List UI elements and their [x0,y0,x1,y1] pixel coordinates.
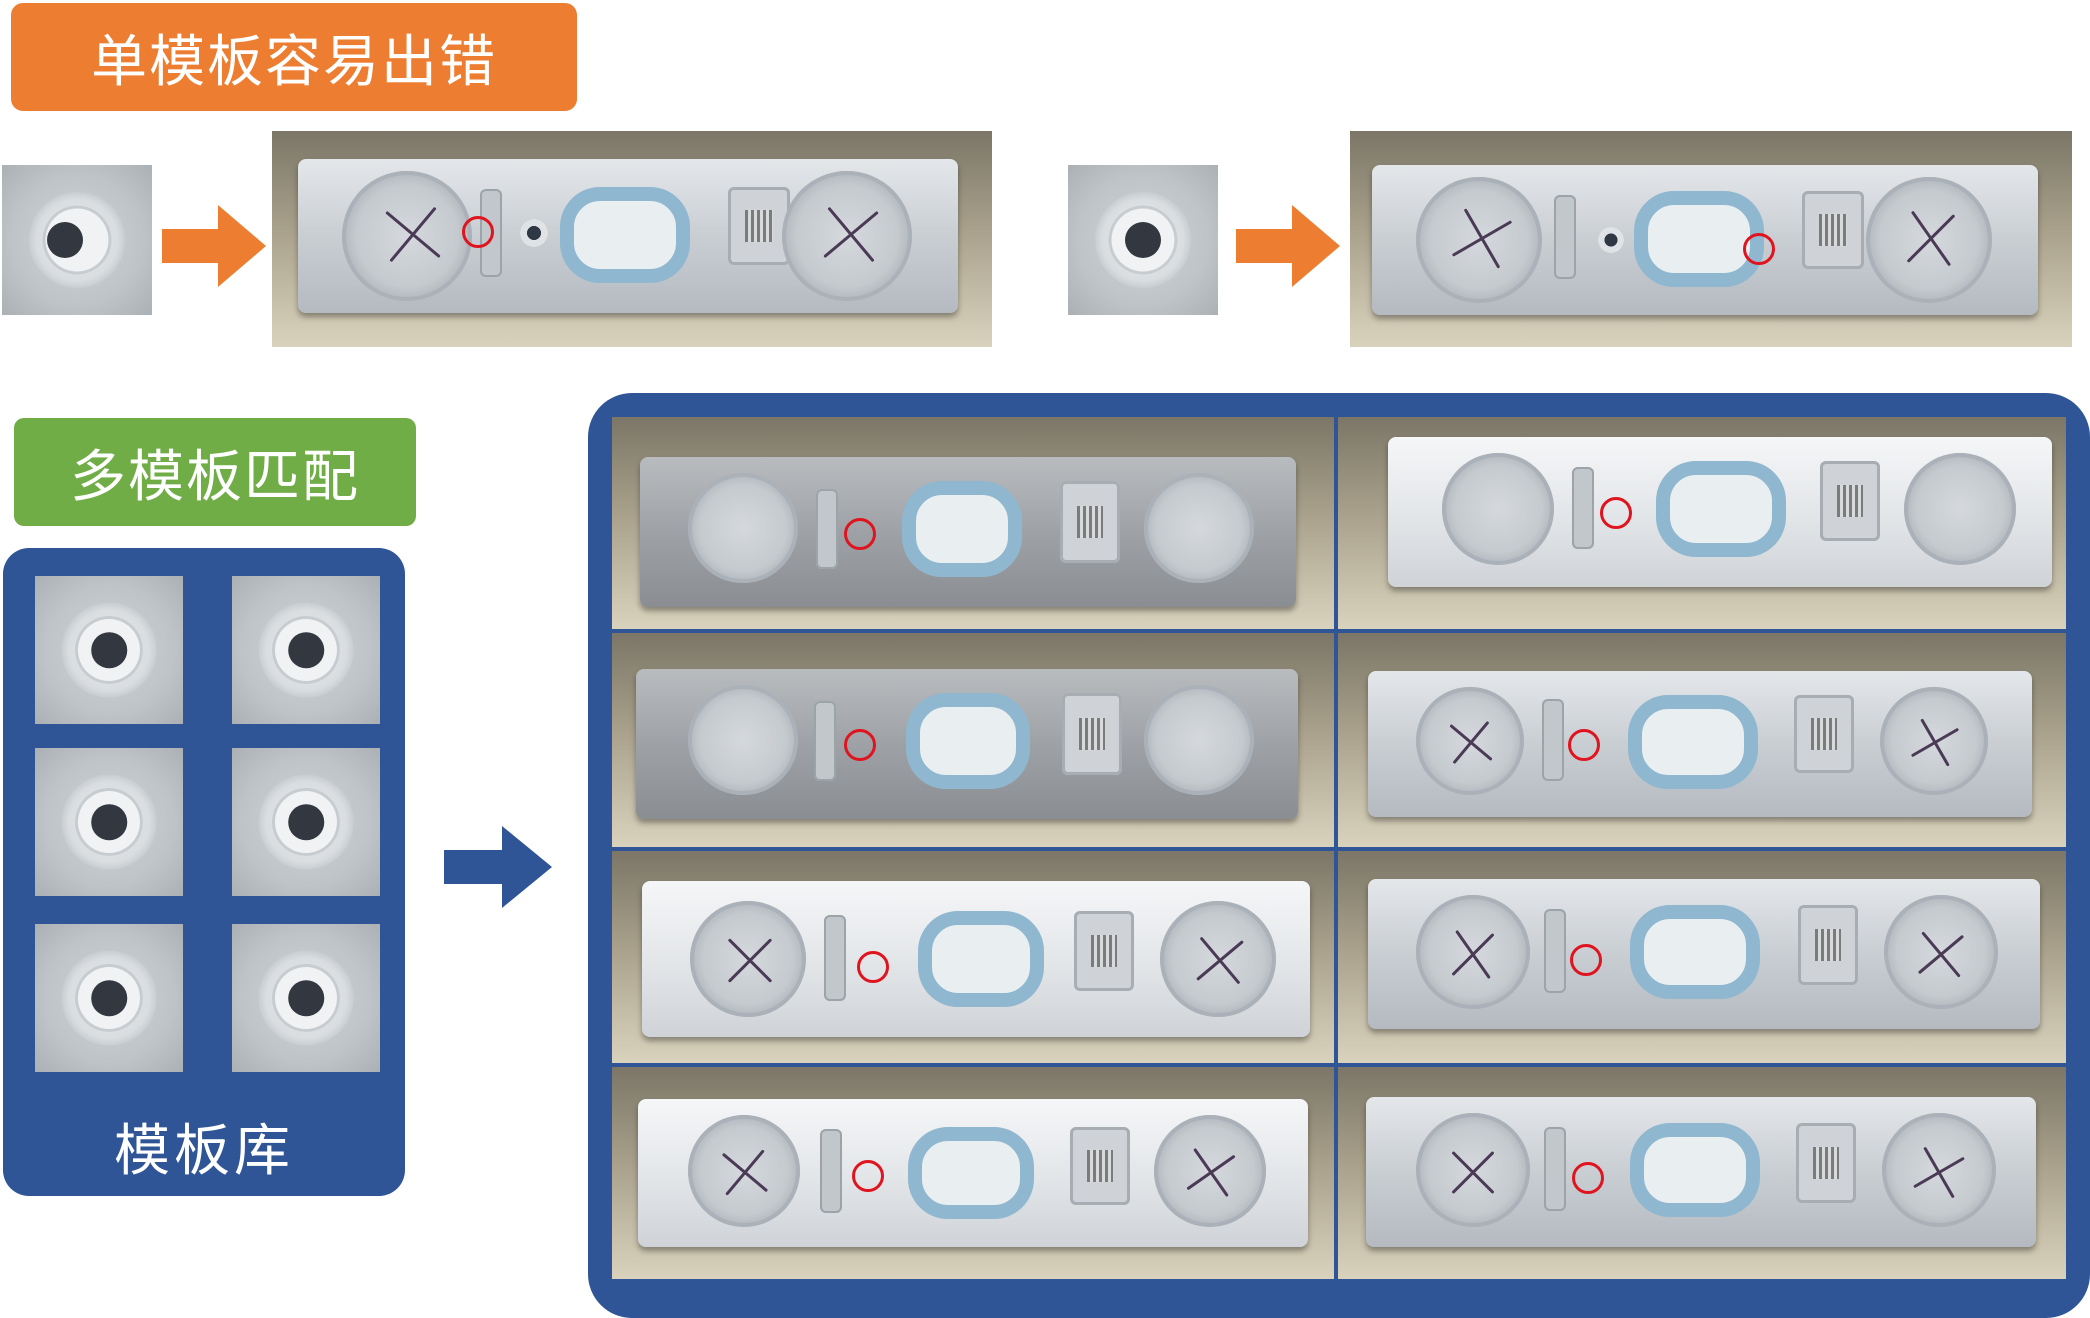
template-library-title: 模板库 [114,1119,294,1184]
match-marker [1568,729,1600,761]
single-template-tile-1 [2,165,152,315]
library-template-1 [35,576,183,724]
single-template-result-photo-2 [1350,131,2072,347]
multi-template-label: 多模板匹配 [14,418,416,526]
multi-template-result-panel [588,393,2090,1318]
result-photo-right-4 [1338,1067,2066,1279]
result-photo-right-3 [1338,851,2066,1063]
match-marker [857,951,889,983]
result-photo-right-1 [1338,417,2066,629]
match-marker [844,518,876,550]
multi-template-text: 多模板匹配 [70,444,360,510]
match-marker [462,216,494,248]
library-template-6 [232,924,380,1072]
result-photo-right-2 [1338,633,2066,847]
match-marker [852,1160,884,1192]
single-template-result-photo-1 [272,131,992,347]
match-marker [1570,944,1602,976]
match-marker [1572,1162,1604,1194]
arrow-right-icon [444,826,552,908]
match-marker [1600,497,1632,529]
match-marker [844,729,876,761]
match-marker [1743,233,1775,265]
arrow-right-icon [1236,205,1340,287]
library-template-2 [232,576,380,724]
single-template-error-label: 单模板容易出错 [11,3,577,111]
single-template-tile-2 [1068,165,1218,315]
result-photo-left-4 [612,1067,1334,1279]
library-template-3 [35,748,183,896]
library-template-5 [35,924,183,1072]
library-template-4 [232,748,380,896]
arrow-right-icon [162,205,266,287]
result-photo-left-1 [612,417,1334,629]
result-photo-left-3 [612,851,1334,1063]
single-template-error-text: 单模板容易出错 [91,29,497,95]
template-library-panel: 模板库 [3,548,405,1196]
result-photo-left-2 [612,633,1334,847]
